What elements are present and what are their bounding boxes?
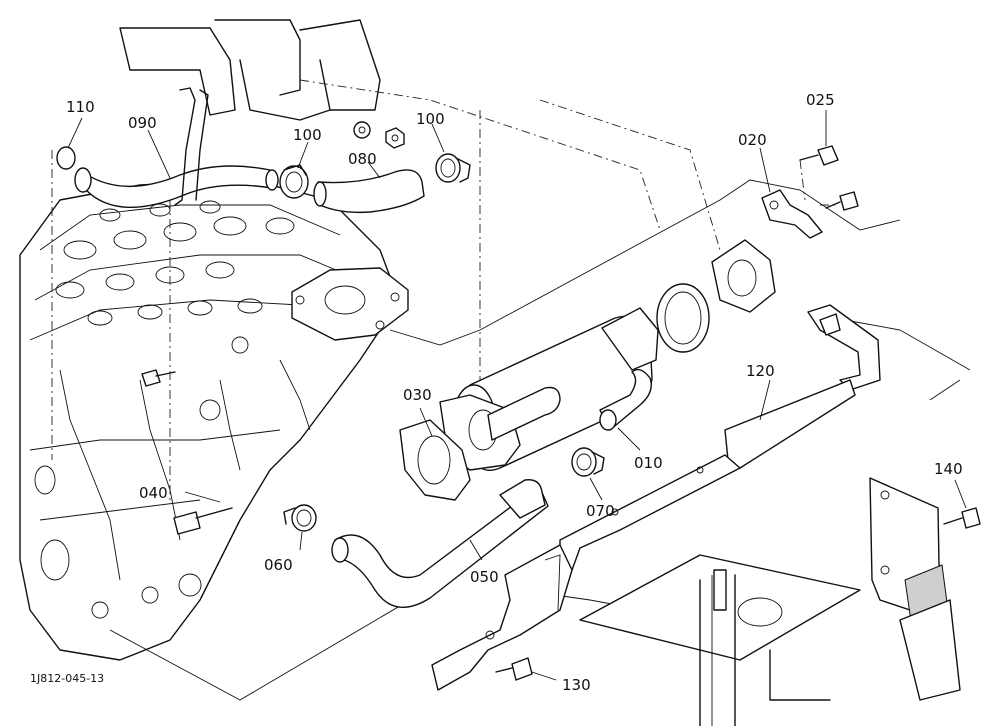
callout-140: 140 <box>934 460 963 478</box>
callout-labels: 110 090 100 100 080 025 020 030 010 120 … <box>66 91 963 694</box>
callout-040: 040 <box>139 484 168 502</box>
callout-100-right: 100 <box>416 110 445 128</box>
clamp-070 <box>571 447 605 477</box>
egr-cooler-010 <box>439 307 659 472</box>
callout-070: 070 <box>586 502 615 520</box>
hose-090 <box>74 87 273 209</box>
hose-080 <box>313 169 425 214</box>
callout-080: 080 <box>348 150 377 168</box>
drawing-number: 1J812-045-13 <box>30 672 104 685</box>
engine-block <box>19 19 409 661</box>
washer-and-nut <box>353 121 405 149</box>
bolt-130 <box>495 657 533 681</box>
bracket-020 <box>761 189 823 239</box>
callout-130: 130 <box>562 676 591 694</box>
gasket-upper <box>656 283 710 353</box>
callout-030: 030 <box>403 386 432 404</box>
callout-090: 090 <box>128 114 157 132</box>
leader-lines <box>67 110 967 681</box>
callout-060: 060 <box>264 556 293 574</box>
hose-110-oring <box>56 146 76 170</box>
bolt-140 <box>943 507 981 529</box>
bolt-025-upper <box>799 145 839 166</box>
clamp-060 <box>283 504 317 532</box>
pipe-050 <box>331 479 549 608</box>
clamp-100-right <box>435 153 471 183</box>
clamp-100-left <box>265 164 309 199</box>
bolt-025-lower <box>825 191 859 211</box>
callout-025: 025 <box>806 91 835 109</box>
callout-110: 110 <box>66 98 95 116</box>
bracket-120 <box>431 304 881 691</box>
callout-120: 120 <box>746 362 775 380</box>
callout-100-left: 100 <box>293 126 322 144</box>
frame-bracket-right <box>579 477 961 726</box>
callout-020: 020 <box>738 131 767 149</box>
assembly-guide-lines <box>51 79 971 701</box>
callout-010: 010 <box>634 454 663 472</box>
callout-050: 050 <box>470 568 499 586</box>
flange-upper <box>711 239 776 313</box>
gasket-030 <box>399 419 471 501</box>
